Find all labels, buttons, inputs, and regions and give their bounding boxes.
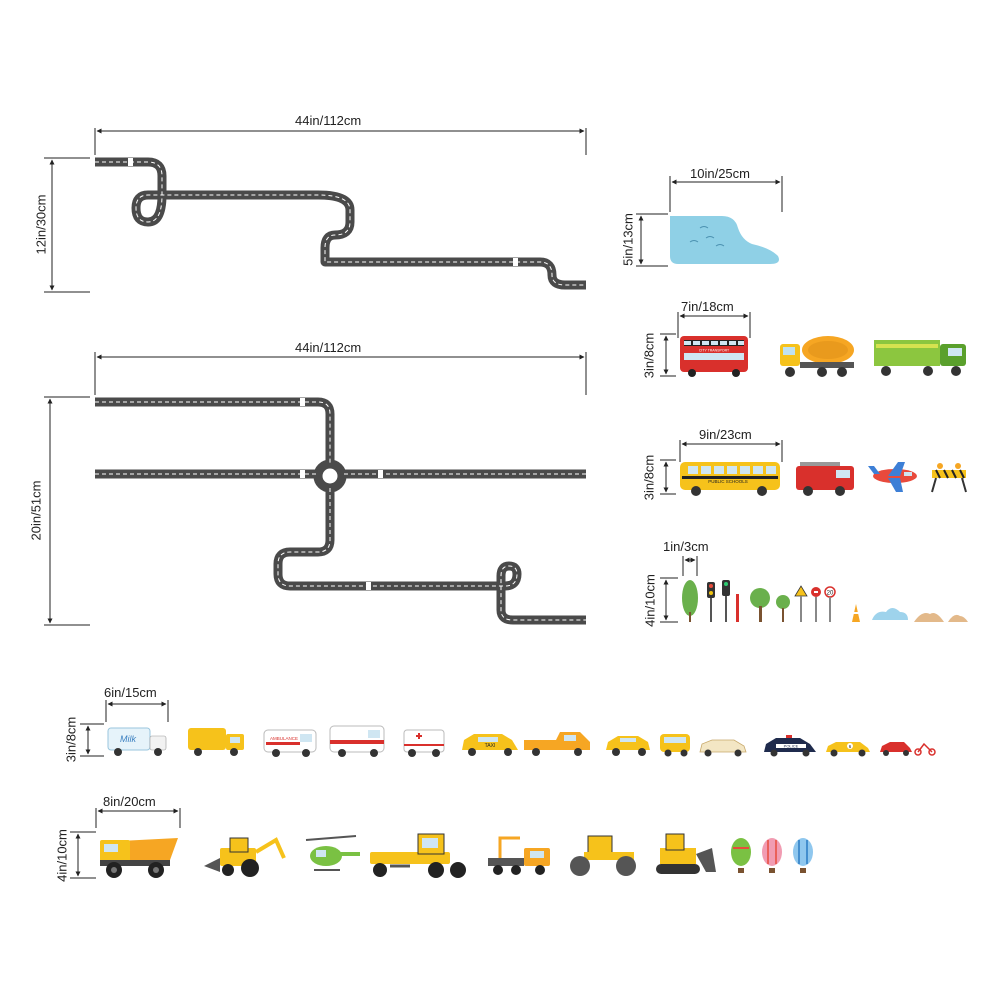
track-bottom-width-label: 44in/112cm (295, 340, 362, 355)
red-car-and-scooter-sticker (880, 742, 936, 756)
hot-air-balloons-sticker (731, 838, 813, 873)
row1-height-label: 3in/8cm (641, 332, 657, 379)
dump-truck-sticker (100, 838, 178, 878)
road-track-top (95, 157, 586, 290)
track-bottom-height-label: 20in/51cm (28, 480, 44, 541)
row3-width-label: 1in/3cm (663, 539, 709, 554)
row3-height-label: 4in/10cm (642, 574, 658, 627)
cargo-truck-sticker (874, 340, 966, 376)
school-bus-sign-text: PUBLIC SCHOOLS (708, 479, 748, 484)
race-car-sticker (826, 742, 870, 757)
ambulance-label-text: AMBULANCE (270, 736, 298, 741)
mini-van-sticker (660, 734, 690, 757)
speed-limit-sign-text: 20 (827, 591, 834, 597)
taxi-label-text: TAXI (485, 743, 496, 749)
police-car-sticker (764, 735, 816, 757)
taxi-sticker (462, 734, 518, 756)
helicopter-sticker (305, 835, 360, 871)
row1-width-label: 7in/18cm (681, 299, 734, 314)
row2-width-label: 9in/23cm (699, 427, 752, 442)
road-track-bottom (95, 397, 586, 625)
pond-height-label: 5in/13cm (620, 213, 636, 266)
roadside-props-sticker: 20 (682, 580, 968, 622)
rescue-van-sticker (329, 725, 385, 757)
track-top-width-label: 44in/112cm (295, 113, 362, 128)
milk-truck-sticker: Milk (107, 727, 167, 756)
school-bus-sticker (680, 462, 780, 496)
police-label-text: POLICE (784, 744, 799, 749)
row4-width-label: 6in/15cm (104, 685, 157, 700)
road-roller-sticker (570, 835, 636, 876)
cement-mixer-sticker (780, 336, 854, 377)
vintage-car-sticker (699, 739, 747, 757)
pond-width-label: 10in/25cm (690, 166, 750, 181)
pickup-truck-sticker (524, 732, 590, 756)
pond-sticker (670, 216, 779, 264)
bulldozer-sticker (656, 833, 716, 874)
dimension-lines (44, 128, 783, 879)
fire-truck-sticker (796, 462, 854, 496)
row5-height-label: 4in/10cm (54, 829, 70, 882)
road-barrier-sticker (931, 463, 967, 493)
small-ambulance-sticker (403, 729, 445, 757)
backhoe-loader-sticker (204, 837, 286, 877)
ambulance-van-sticker (263, 729, 317, 757)
race-number-text: 6 (849, 744, 852, 749)
row4-height-label: 3in/8cm (63, 716, 79, 763)
track-top-height-label: 12in/30cm (33, 194, 49, 255)
double-decker-bus-sticker (680, 336, 748, 377)
airplane-sticker (868, 462, 917, 492)
motor-grader-sticker (370, 833, 466, 878)
yellow-car-sticker (606, 736, 650, 756)
tow-truck-sticker (488, 836, 550, 875)
bus-sign-text: CITY TRANSPORT (699, 349, 730, 353)
milk-label-text: Milk (120, 734, 136, 744)
row2-height-label: 3in/8cm (641, 454, 657, 501)
garbage-truck-sticker (188, 728, 244, 756)
row5-width-label: 8in/20cm (103, 794, 156, 809)
